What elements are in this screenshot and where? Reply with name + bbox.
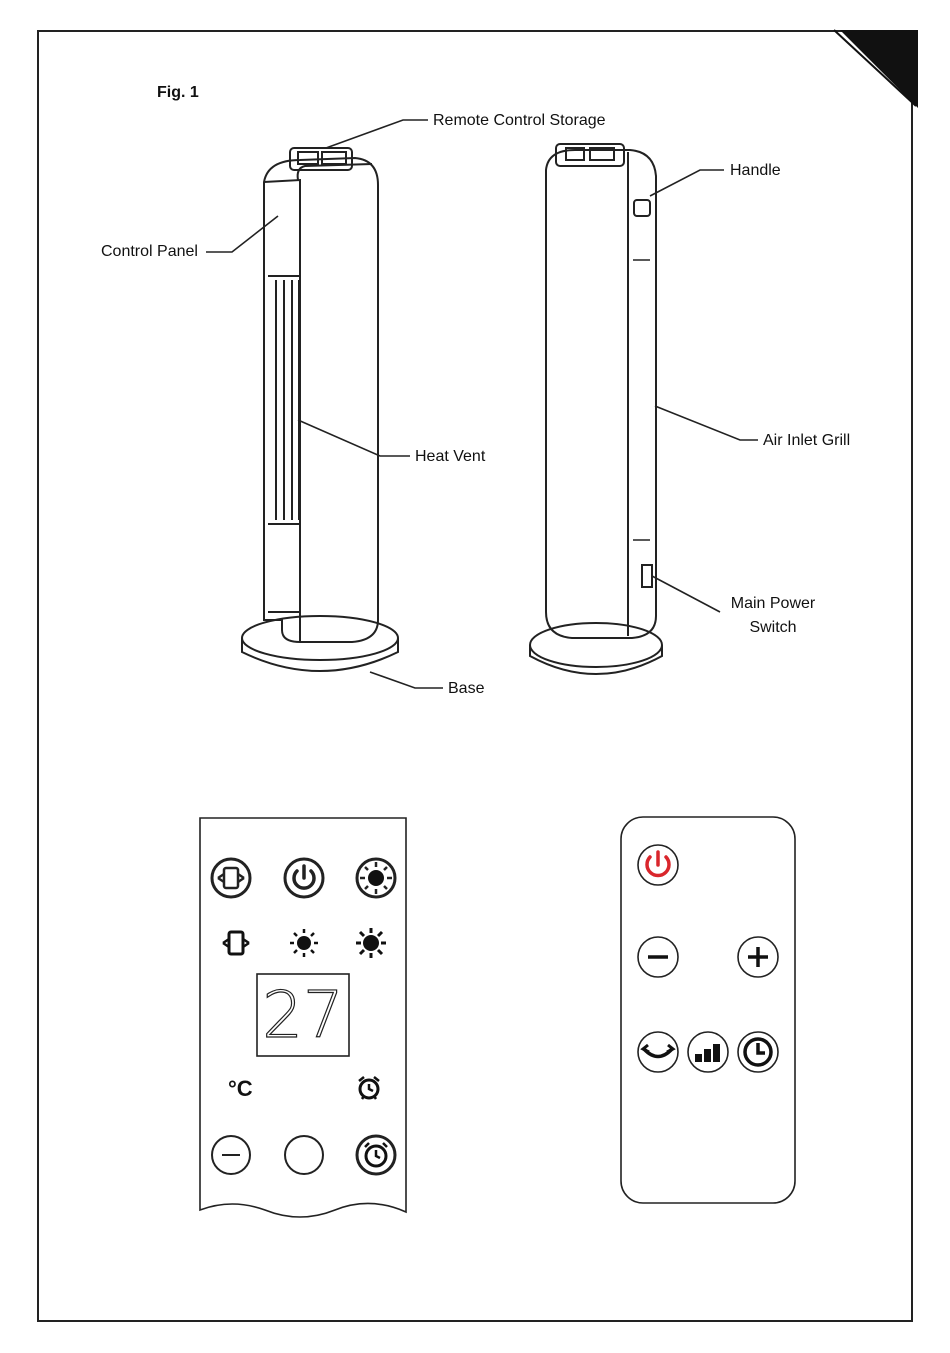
remote-oscillation-button[interactable] (636, 1030, 680, 1074)
oscillation-indicator-icon (221, 928, 251, 958)
heat-mode-button[interactable] (354, 856, 398, 900)
low-heat-indicator-icon (289, 928, 319, 958)
remote-power-button[interactable] (636, 843, 680, 887)
alarm-indicator-icon (356, 1074, 382, 1102)
remote-fan-speed-button[interactable] (686, 1030, 730, 1074)
remote-plus-button[interactable] (736, 935, 780, 979)
remote-minus-button[interactable] (636, 935, 680, 979)
panel-blank-button[interactable] (282, 1133, 326, 1177)
high-heat-indicator-icon (356, 928, 386, 958)
panel-timer-button[interactable] (354, 1133, 398, 1177)
fan-speed-icon (695, 1044, 720, 1062)
temperature-display: 27 (257, 976, 349, 1056)
remote-timer-button[interactable] (736, 1030, 780, 1074)
celsius-indicator: °C (228, 1076, 253, 1102)
panel-power-button[interactable] (282, 856, 326, 900)
oscillation-button[interactable] (209, 856, 253, 900)
panel-minus-button[interactable] (209, 1133, 253, 1177)
plus-icon (748, 947, 768, 967)
